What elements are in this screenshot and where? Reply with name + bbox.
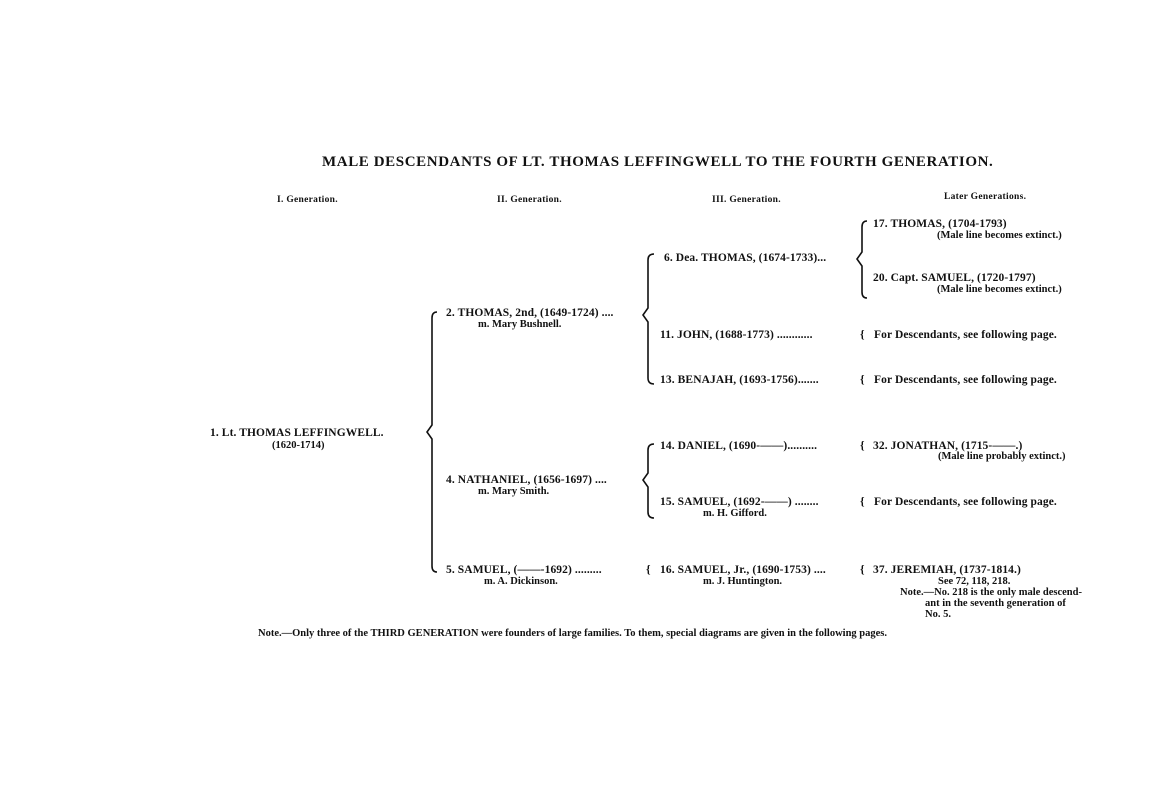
gen2-samuel-spouse: m. A. Dickinson. <box>484 576 558 587</box>
brace-samuel-gen2: { <box>646 564 651 576</box>
generation-header-2: II. Generation. <box>497 195 562 205</box>
side-note-line-2: ant in the seventh generation of <box>925 598 1066 609</box>
generation-header-1: I. Generation. <box>277 195 338 205</box>
side-note-line-3: No. 5. <box>925 609 951 620</box>
later-benajah-descendants: For Descendants, see following page. <box>874 374 1057 386</box>
brace-john: { <box>860 329 865 341</box>
later-jeremiah-refs: See 72, 118, 218. <box>938 576 1011 587</box>
gen3-samuel-jr-spouse: m. J. Huntington. <box>703 576 783 587</box>
later-samuel-descendants: For Descendants, see following page. <box>874 496 1057 508</box>
gen3-john: 11. JOHN, (1688-1773) ............ <box>660 329 813 341</box>
later-jonathan: 32. JONATHAN, (1715-——.) <box>873 440 1023 452</box>
gen1-dates: (1620-1714) <box>272 440 325 451</box>
brace-samuel: { <box>860 496 865 508</box>
later-thomas: 17. THOMAS, (1704-1793) <box>873 218 1007 230</box>
footnote: Note.—Only three of the THIRD GENERATION… <box>258 628 888 639</box>
brace-samuel-jr: { <box>860 564 865 576</box>
gen3-samuel-spouse: m. H. Gifford. <box>703 508 767 519</box>
gen3-benajah: 13. BENAJAH, (1693-1756)....... <box>660 374 819 386</box>
gen3-daniel: 14. DANIEL, (1690-——).......... <box>660 440 818 452</box>
later-john-descendants: For Descendants, see following page. <box>874 329 1057 341</box>
later-capt-samuel: 20. Capt. SAMUEL, (1720-1797) <box>873 272 1036 284</box>
gen2-thomas-spouse: m. Mary Bushnell. <box>478 319 562 330</box>
gen3-samuel: 15. SAMUEL, (1692-——) ........ <box>660 496 819 508</box>
later-jeremiah: 37. JEREMIAH, (1737-1814.) <box>873 564 1021 576</box>
gen2-nathaniel-spouse: m. Mary Smith. <box>478 486 550 497</box>
generation-header-later: Later Generations. <box>944 192 1027 202</box>
gen2-thomas: 2. THOMAS, 2nd, (1649-1724) .... <box>446 307 614 319</box>
generation-header-3: III. Generation. <box>712 195 781 205</box>
later-thomas-note: (Male line becomes extinct.) <box>937 230 1062 241</box>
side-note-line-1: Note.—No. 218 is the only male descend- <box>900 587 1082 598</box>
bracket-dea-thomas <box>856 220 868 299</box>
later-capt-samuel-note: (Male line becomes extinct.) <box>937 284 1062 295</box>
gen1-name: 1. Lt. THOMAS LEFFINGWELL. <box>210 427 384 439</box>
gen2-nathaniel: 4. NATHANIEL, (1656-1697) .... <box>446 474 607 486</box>
bracket-gen1 <box>426 311 438 573</box>
gen3-samuel-jr: 16. SAMUEL, Jr., (1690-1753) .... <box>660 564 826 576</box>
diagram-title: MALE DESCENDANTS OF LT. THOMAS LEFFINGWE… <box>322 154 994 170</box>
gen2-samuel: 5. SAMUEL, (——-1692) ......... <box>446 564 602 576</box>
gen3-dea-thomas: 6. Dea. THOMAS, (1674-1733)... <box>664 252 827 264</box>
later-jonathan-note: (Male line probably extinct.) <box>938 451 1066 462</box>
brace-daniel: { <box>860 440 865 452</box>
bracket-thomas-2nd <box>642 253 655 385</box>
bracket-nathaniel <box>642 443 655 519</box>
brace-benajah: { <box>860 374 865 386</box>
